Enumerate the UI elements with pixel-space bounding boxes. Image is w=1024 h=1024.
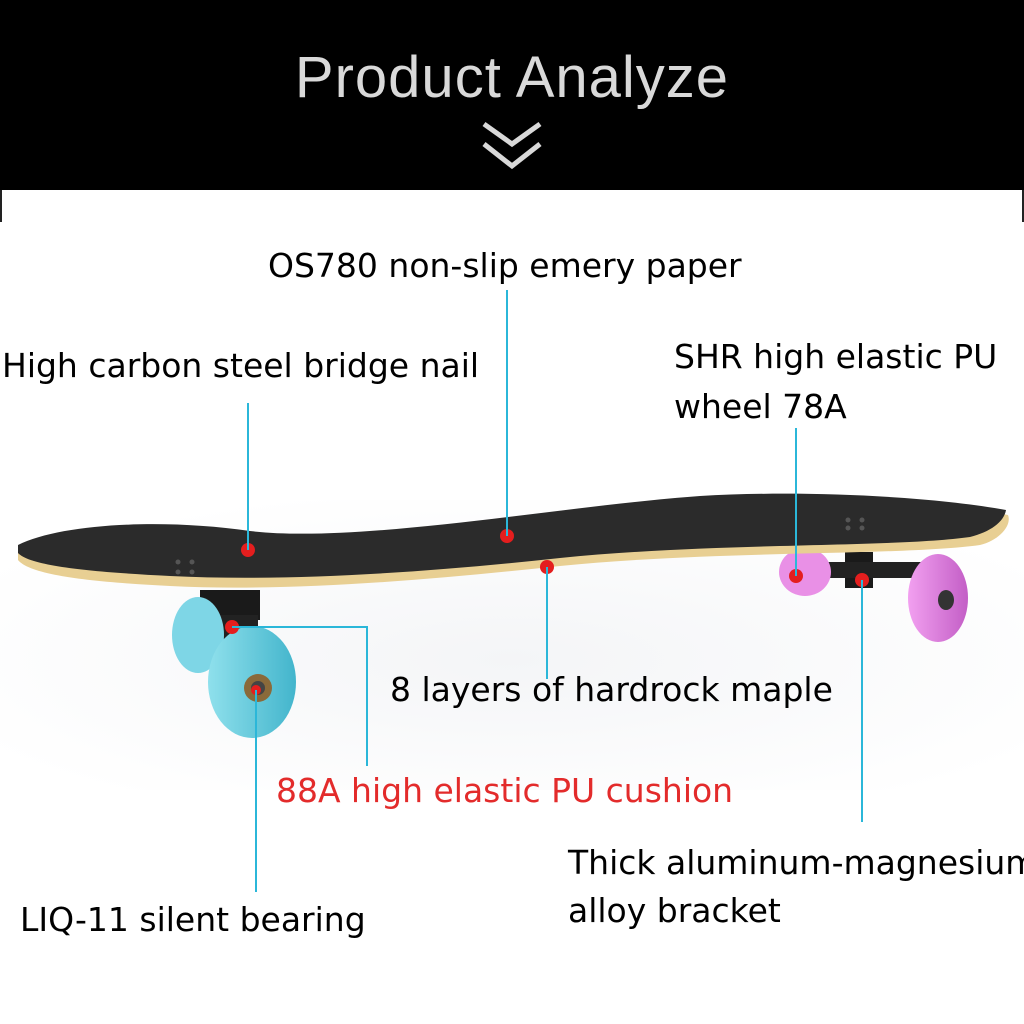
front-truck	[172, 590, 296, 738]
label-bearing: LIQ-11 silent bearing	[20, 900, 366, 939]
label-wheel-line1: SHR high elastic PU	[674, 337, 998, 376]
label-wheel-line2: wheel 78A	[674, 387, 847, 426]
right-edge-line	[1022, 190, 1024, 222]
left-edge-line	[0, 190, 2, 222]
header-banner: Product Analyze	[0, 0, 1024, 190]
leader-line-cushion-h	[232, 626, 368, 628]
label-cushion: 88A high elastic PU cushion	[276, 771, 734, 810]
label-bridge-nail: High carbon steel bridge nail	[2, 346, 480, 385]
page-title: Product Analyze	[294, 45, 730, 110]
label-bracket-line2: alloy bracket	[568, 891, 781, 930]
leader-line-emery	[506, 290, 508, 536]
leader-line-cushion-v	[366, 626, 368, 766]
leader-line-bracket	[861, 580, 863, 822]
leader-line-bridge-nail	[247, 403, 249, 550]
label-maple-layers: 8 layers of hardrock maple	[390, 670, 833, 709]
label-bracket-line1: Thick aluminum-magnesium	[568, 843, 1024, 882]
leader-line-wheel	[795, 428, 797, 576]
leader-line-bearing	[255, 690, 257, 892]
leader-line-maple	[546, 567, 548, 679]
label-emery-paper: OS780 non-slip emery paper	[268, 246, 742, 285]
double-chevron-down-icon	[482, 121, 542, 170]
